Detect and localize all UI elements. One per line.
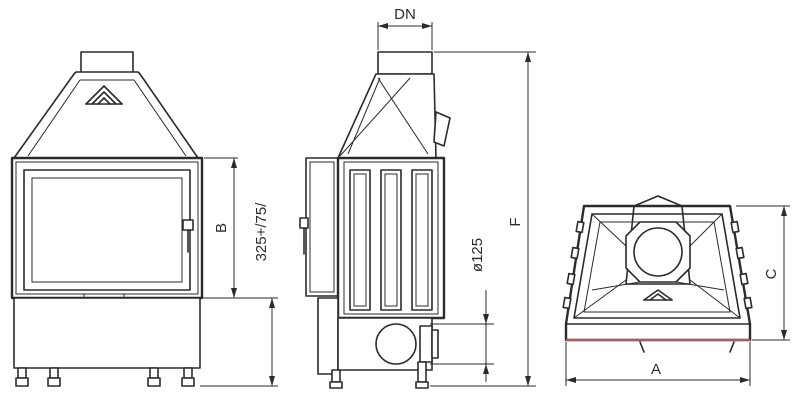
dimension-pipe-diameter-label: ø125 <box>469 238 486 272</box>
dimension-height-note <box>200 297 278 387</box>
dimension-a <box>565 342 751 386</box>
door-handle-icon <box>182 219 194 253</box>
dimension-a-label: A <box>651 361 661 378</box>
dimension-pipe-diameter <box>430 290 494 382</box>
dimension-dn-label: DN <box>394 6 416 23</box>
front-legs <box>15 367 195 387</box>
dimension-height-note-label: 325+/75/ <box>253 202 270 262</box>
top-view <box>562 195 753 353</box>
dimension-f-label: F <box>507 217 524 226</box>
dimension-dn <box>377 22 433 50</box>
dimension-f <box>430 51 536 387</box>
side-door-handle-icon <box>299 217 309 255</box>
brand-logo-icon <box>85 85 123 105</box>
dimension-c <box>736 205 790 341</box>
dimension-c-label: C <box>763 268 780 279</box>
front-view <box>10 51 204 387</box>
side-brackets <box>562 220 753 310</box>
dimension-b-label: B <box>213 223 230 233</box>
side-view <box>299 51 451 389</box>
top-logo-icon <box>643 289 673 301</box>
